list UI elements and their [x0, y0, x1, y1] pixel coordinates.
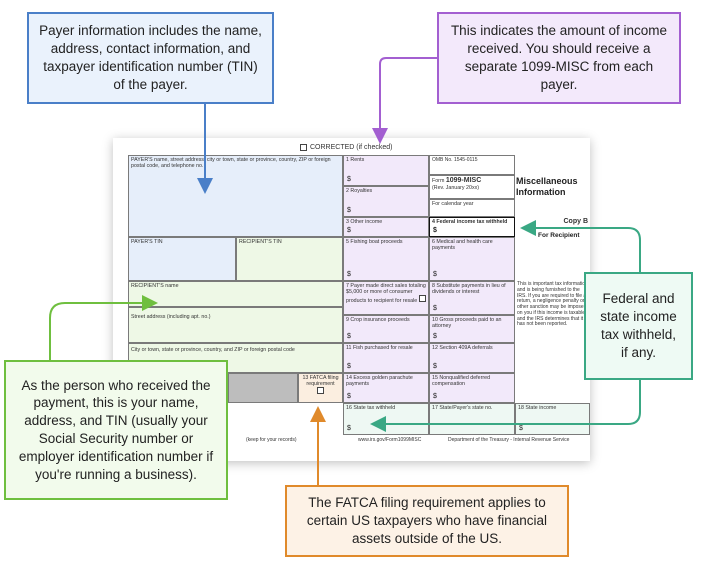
- federal-tax-callout: Federal and state income tax withheld, i…: [584, 272, 693, 380]
- revision-label: (Rev. January 20xx): [432, 185, 480, 192]
- corrected-checkbox-row: CORRECTED (if checked): [300, 144, 392, 151]
- payer-tin-label: PAYER'S TIN: [131, 239, 163, 245]
- recipient-tin-cell: RECIPIENT'S TIN: [236, 237, 343, 281]
- box4-dollar: $: [433, 226, 437, 234]
- recipient-callout: As the person who received the payment, …: [4, 360, 228, 500]
- box11-label: 11 Fish purchased for resale: [346, 345, 413, 351]
- box9-cell: 9 Crop insurance proceeds $: [343, 315, 429, 343]
- side-notice-cell: This is important tax information and is…: [515, 281, 590, 403]
- fatca-callout-text: The FATCA filing requirement applies to …: [306, 495, 548, 546]
- box10-cell: 10 Gross proceeds paid to an attorney $: [429, 315, 515, 343]
- box16-label: 16 State tax withheld: [346, 405, 396, 411]
- box16-dollar: $: [347, 424, 351, 432]
- recipient-name-label: RECIPIENT'S name: [131, 283, 179, 289]
- box5-dollar: $: [347, 270, 351, 278]
- box2-label: 2 Royalties: [346, 188, 373, 194]
- box18-cell: 18 State income $: [515, 403, 590, 435]
- box14-cell: 14 Excess golden parachute payments $: [343, 373, 429, 403]
- form-title-line1: Miscellaneous: [516, 176, 578, 186]
- form-label: Form: [432, 178, 445, 184]
- form-title-line2: Information: [516, 186, 566, 197]
- box8-dollar: $: [433, 304, 437, 312]
- box5-cell: 5 Fishing boat proceeds $: [343, 237, 429, 281]
- street-address-label: Street address (including apt. no.): [131, 314, 211, 320]
- box1-dollar: $: [347, 175, 351, 183]
- omb-number: OMB No. 1545-0115: [432, 157, 478, 163]
- box12-dollar: $: [433, 362, 437, 370]
- box6-label: 6 Medical and health care payments: [432, 239, 493, 252]
- form-title: Miscellaneous Information: [516, 176, 578, 198]
- copy-b-label: Copy B: [563, 218, 589, 225]
- keep-records-label: (keep for your records): [246, 437, 297, 443]
- box14-dollar: $: [347, 392, 351, 400]
- box14-label: 14 Excess golden parachute payments: [346, 375, 413, 388]
- box10-dollar: $: [433, 332, 437, 340]
- box18-label: 18 State income: [518, 405, 557, 411]
- copy-b-cell: Copy B: [515, 217, 590, 237]
- box7-cell: 7 Payer made direct sales totaling $5,00…: [343, 281, 429, 315]
- box18-dollar: $: [519, 424, 523, 432]
- recipient-callout-text: As the person who received the payment, …: [18, 377, 214, 482]
- box8-label: 8 Substitute payments in lieu of dividen…: [432, 283, 506, 296]
- account-number-cell: [228, 373, 298, 403]
- box1-cell: 1 Rents $: [343, 155, 429, 186]
- irs-website: www.irs.gov/Form1099MISC: [358, 437, 422, 443]
- box17-label: 17 State/Payer's state no.: [432, 405, 493, 411]
- payer-callout-text: Payer information includes the name, add…: [39, 23, 262, 92]
- box11-dollar: $: [347, 362, 351, 370]
- box9-label: 9 Crop insurance proceeds: [346, 317, 410, 323]
- side-notice-text: This is important tax information and is…: [517, 281, 588, 328]
- box2-dollar: $: [347, 206, 351, 214]
- box4-label: 4 Federal income tax withheld: [432, 219, 508, 225]
- box15-cell: 15 Nonqualified deferred compensation $: [429, 373, 515, 403]
- box10-label: 10 Gross proceeds paid to an attorney: [432, 317, 502, 330]
- box13-label: 13 FATCA filing requirement: [302, 375, 339, 388]
- for-recipient-label: For Recipient: [538, 232, 580, 239]
- box12-cell: 12 Section 409A deferrals $: [429, 343, 515, 373]
- box12-label: 12 Section 409A deferrals: [432, 345, 493, 351]
- box11-cell: 11 Fish purchased for resale $: [343, 343, 429, 373]
- box13-cell: 13 FATCA filing requirement: [298, 373, 343, 403]
- box16-cell: 16 State tax withheld $: [343, 403, 429, 435]
- box3-cell: 3 Other income$: [343, 217, 429, 237]
- omb-cell: OMB No. 1545-0115: [429, 155, 515, 175]
- recipient-tin-label: RECIPIENT'S TIN: [239, 239, 282, 245]
- corrected-label: CORRECTED (if checked): [310, 144, 393, 151]
- payer-info-callout: Payer information includes the name, add…: [27, 12, 274, 104]
- box5-label: 5 Fishing boat proceeds: [346, 239, 403, 245]
- box3-dollar: $: [347, 226, 351, 234]
- box2-cell: 2 Royalties $: [343, 186, 429, 217]
- fatca-checkbox[interactable]: [317, 387, 324, 395]
- payer-name-cell: PAYER'S name, street address, city or to…: [128, 155, 343, 237]
- box6-dollar: $: [433, 270, 437, 278]
- fatca-callout: The FATCA filing requirement applies to …: [285, 485, 569, 557]
- calendar-year-label: For calendar year: [432, 201, 474, 207]
- box3-label: 3 Other income: [346, 219, 383, 225]
- income-callout: This indicates the amount of income rece…: [437, 12, 681, 104]
- box17-cell: 17 State/Payer's state no.: [429, 403, 515, 435]
- form-number: 1099-MISC: [445, 177, 482, 184]
- box7-checkbox[interactable]: [418, 295, 426, 303]
- corrected-checkbox[interactable]: [300, 144, 307, 151]
- federal-callout-text: Federal and state income tax withheld, i…: [600, 291, 677, 360]
- recipient-name-cell: RECIPIENT'S name: [128, 281, 343, 307]
- income-arrow: [372, 57, 437, 144]
- payer-name-label: PAYER'S name, street address, city or to…: [131, 157, 331, 170]
- form-number-cell: Form 1099-MISC (Rev. January 20xx): [429, 175, 515, 199]
- street-address-cell: Street address (including apt. no.): [128, 307, 343, 343]
- department-label: Department of the Treasury - Internal Re…: [448, 437, 570, 443]
- payer-tin-cell: PAYER'S TIN: [128, 237, 236, 281]
- box15-dollar: $: [433, 392, 437, 400]
- city-label: City or town, state or province, country…: [131, 347, 295, 353]
- income-callout-text: This indicates the amount of income rece…: [450, 23, 668, 92]
- box4-cell: 4 Federal income tax withheld$: [429, 217, 515, 237]
- box7-label: 7 Payer made direct sales totaling $5,00…: [346, 283, 426, 305]
- box6-cell: 6 Medical and health care payments $: [429, 237, 515, 281]
- box8-cell: 8 Substitute payments in lieu of dividen…: [429, 281, 515, 315]
- box1-label: 1 Rents: [346, 157, 365, 163]
- box15-label: 15 Nonqualified deferred compensation: [432, 375, 491, 388]
- calendar-year-cell: For calendar year: [429, 199, 515, 217]
- box9-dollar: $: [347, 332, 351, 340]
